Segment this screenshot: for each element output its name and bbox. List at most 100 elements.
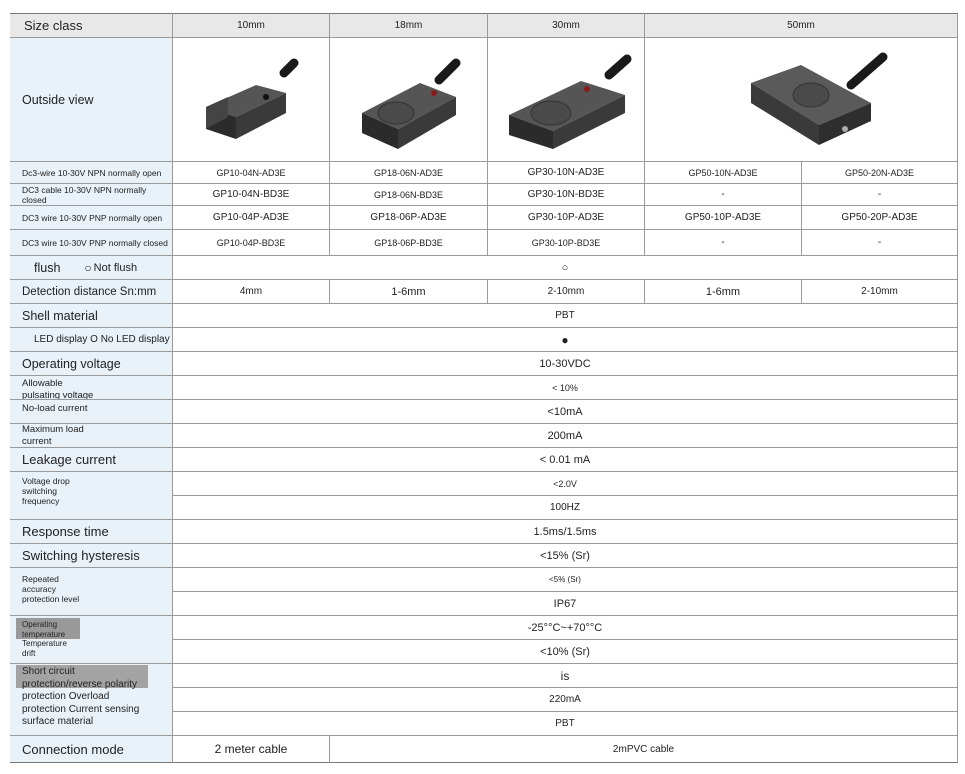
model-cell: - xyxy=(802,184,958,206)
leakage-current-value: < 0.01 mA xyxy=(173,448,958,472)
voltage-drop-label-line: switching xyxy=(22,486,57,496)
temperature-label: Operating temperature Temperature drift xyxy=(10,616,173,664)
model-cell: GP18-06N-AD3E xyxy=(330,162,488,184)
size-header-18mm: 18mm xyxy=(330,13,488,38)
repeat-label-line: Repeated xyxy=(22,574,59,584)
sensor-50mm-icon xyxy=(751,52,888,145)
model-cell: GP10-04P-BD3E xyxy=(173,230,330,256)
model-cell: - xyxy=(802,230,958,256)
sensing-surface-value: PBT xyxy=(173,712,958,736)
temperature-label-line: drift xyxy=(22,648,36,658)
max-load-label: Maximum load current xyxy=(10,424,173,448)
label-shade xyxy=(16,618,80,639)
max-load-label-line: Maximum load xyxy=(22,424,84,435)
protection-label-line: surface material xyxy=(22,716,94,727)
connection-10mm-value: 2 meter cable xyxy=(173,736,330,763)
sensor-18mm-image xyxy=(330,38,488,162)
size-class-label: Size class xyxy=(10,13,173,38)
sensor-18mm-icon xyxy=(361,58,460,149)
connection-mode-label: Connection mode xyxy=(10,736,173,763)
max-load-label-line: current xyxy=(22,436,52,447)
flush-value: ○ xyxy=(173,256,958,280)
model-cell: GP50-10P-AD3E xyxy=(645,206,802,230)
detection-cell: 1-6mm xyxy=(330,280,488,304)
protection-label-line: protection Current sensing xyxy=(22,703,140,715)
voltage-drop-label-line: Voltage drop xyxy=(22,476,70,486)
model-cell: GP18-06P-BD3E xyxy=(330,230,488,256)
response-time-value: 1.5ms/1.5ms xyxy=(173,520,958,544)
voltage-drop-label-line: frequency xyxy=(22,496,60,506)
detection-distance-label: Detection distance Sn:mm xyxy=(10,280,173,304)
shell-material-value: PBT xyxy=(173,304,958,328)
temperature-drift-value: <10% (Sr) xyxy=(173,640,958,664)
model-cell: GP30-10N-BD3E xyxy=(488,184,645,206)
leakage-current-label: Leakage current xyxy=(10,448,173,472)
detection-cell: 1-6mm xyxy=(645,280,802,304)
protection-label: Short circuit protection/reverse polarit… xyxy=(10,664,173,736)
repeat-label-line: accuracy xyxy=(22,584,57,594)
sensor-10mm-image xyxy=(173,38,330,162)
size-header-10mm: 10mm xyxy=(173,13,330,38)
detection-cell: 2-10mm xyxy=(488,280,645,304)
repeat-label-line: protection level xyxy=(22,594,80,604)
temperature-label-line: Operating xyxy=(22,620,58,629)
sensor-30mm-image xyxy=(488,38,645,162)
model-label-pnp-no: DC3 wire 10-30V PNP normally open xyxy=(10,206,173,230)
no-load-current-label: No-load current xyxy=(10,400,173,424)
model-cell: GP50-20N-AD3E xyxy=(802,162,958,184)
model-label-pnp-nc: DC3 wire 10-30V PNP normally closed xyxy=(10,230,173,256)
max-load-value: 200mA xyxy=(173,424,958,448)
led-display-value: ● xyxy=(173,328,958,352)
ripple-label: Allowable pulsating voltage xyxy=(10,376,173,400)
voltage-drop-value: <2.0V xyxy=(173,472,958,496)
model-cell: - xyxy=(645,230,802,256)
model-cell: GP10-04N-AD3E xyxy=(173,162,330,184)
ripple-value: < 10% xyxy=(173,376,958,400)
operating-voltage-value: 10-30VDC xyxy=(173,352,958,376)
voltage-drop-label: Voltage drop switching frequency xyxy=(10,472,173,520)
repeat-accuracy-value: <5% (Sr) xyxy=(173,568,958,592)
ripple-label-line: Allowable xyxy=(22,378,63,389)
repeat-accuracy-label: Repeated accuracy protection level xyxy=(10,568,173,616)
not-flush-text: Not flush xyxy=(93,261,138,274)
switching-frequency-value: 100HZ xyxy=(173,496,958,520)
model-cell: - xyxy=(645,184,802,206)
hysteresis-label: Switching hysteresis xyxy=(10,544,173,568)
detection-cell: 4mm xyxy=(173,280,330,304)
temperature-label-line: Temperature xyxy=(22,639,67,648)
protection-label-line: Short circuit xyxy=(22,666,75,677)
temperature-label-line: temperature xyxy=(22,629,66,639)
model-cell: GP30-10P-AD3E xyxy=(488,206,645,230)
model-cell: GP18-06P-AD3E xyxy=(330,206,488,230)
shell-material-label: Shell material xyxy=(10,304,173,328)
operating-voltage-label: Operating voltage xyxy=(10,352,173,376)
protection-level-value: IP67 xyxy=(173,592,958,616)
overload-value: 220mA xyxy=(173,688,958,712)
model-label-npn-no: Dc3-wire 10-30V NPN normally open xyxy=(10,162,173,184)
model-cell: GP30-10N-AD3E xyxy=(488,162,645,184)
model-label-npn-nc: DC3 cable 10-30V NPN normally closed xyxy=(10,184,173,206)
model-cell: GP30-10P-BD3E xyxy=(488,230,645,256)
short-circuit-value: is xyxy=(173,664,958,688)
model-cell: GP50-10N-AD3E xyxy=(645,162,802,184)
protection-label-line: protection Overload xyxy=(22,691,110,702)
spec-table: Size class 10mm 18mm 30mm 50mm Outside v… xyxy=(10,13,958,763)
outside-view-label: Outside view xyxy=(10,38,173,162)
hysteresis-value: <15% (Sr) xyxy=(173,544,958,568)
model-cell: GP50-20P-AD3E xyxy=(802,206,958,230)
label-shade xyxy=(16,665,148,688)
size-header-50mm: 50mm xyxy=(645,13,958,38)
size-header-30mm: 30mm xyxy=(488,13,645,38)
protection-label-line: protection/reverse polarity xyxy=(22,678,138,690)
sensor-50mm-image xyxy=(645,38,958,162)
operating-temperature-value: -25°°C~+70°°C xyxy=(173,616,958,640)
model-cell: GP10-04P-AD3E xyxy=(173,206,330,230)
sensor-30mm-icon xyxy=(509,54,632,149)
connection-other-value: 2mPVC cable xyxy=(330,736,958,763)
led-display-label: LED display O No LED display xyxy=(10,328,173,352)
ripple-label-line: pulsating voltage xyxy=(22,390,94,400)
not-flush-symbol: ○ xyxy=(84,260,92,275)
flush-label: flush ○ Not flush xyxy=(10,256,173,280)
no-load-current-value: <10mA xyxy=(173,400,958,424)
model-cell: GP10-04N-BD3E xyxy=(173,184,330,206)
